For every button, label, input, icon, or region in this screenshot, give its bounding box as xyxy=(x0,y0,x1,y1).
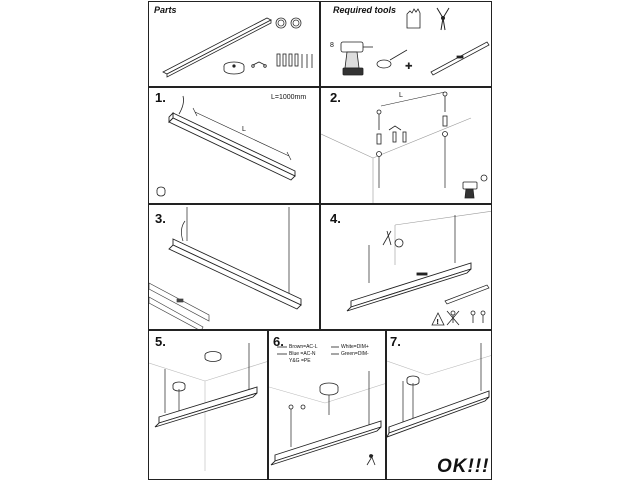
ceiling-canopy xyxy=(223,61,245,75)
mount-clips xyxy=(288,404,306,410)
tools-illustration: ✚ xyxy=(340,7,490,76)
dimension-line xyxy=(380,91,446,107)
step2-panel: 2. L xyxy=(320,87,492,204)
suspension-cables xyxy=(181,207,290,297)
safety-warning-icons: ! xyxy=(431,310,486,326)
step6-illustration xyxy=(269,346,385,466)
wire-swatches xyxy=(277,346,339,355)
wiring-green: Green=DIM- xyxy=(341,351,369,357)
wiring-blue: Blue =AC-N xyxy=(289,351,316,357)
wall-lines xyxy=(394,210,491,265)
step2-illustration xyxy=(321,91,488,203)
wiring-white: White=DIM+ xyxy=(341,344,369,350)
cordless-drill-icon xyxy=(340,41,373,76)
step6-panel: 6. Brown=AC-L Blue =AC-N Y&G =PE White=D… xyxy=(268,330,386,480)
parts-panel: Parts xyxy=(148,1,320,87)
step4-panel: 4. ! xyxy=(320,204,492,330)
end-cap xyxy=(156,186,166,197)
pliers-icon xyxy=(382,230,404,248)
pliers-icon xyxy=(436,7,450,31)
parts-illustration xyxy=(162,17,313,78)
wire-stripper-icon xyxy=(366,454,376,466)
step1-panel: 1. L=1000mm L xyxy=(148,87,320,204)
ceiling-canopy xyxy=(319,382,339,396)
step2-number: 2. xyxy=(330,90,341,105)
wiring-brown: Brown=AC-L xyxy=(289,344,318,350)
light-bar-part xyxy=(162,17,272,78)
svg-text:!: ! xyxy=(436,318,439,326)
light-bar xyxy=(346,262,472,312)
level-check-inset xyxy=(444,284,490,305)
canopy-mount xyxy=(172,381,186,392)
step3-number: 3. xyxy=(155,211,166,226)
power-cable xyxy=(178,95,184,115)
light-bar xyxy=(168,238,302,310)
light-bar xyxy=(270,420,382,466)
step3-illustration xyxy=(149,207,302,329)
gloves-icon xyxy=(406,8,421,29)
ceiling-canopy xyxy=(406,375,420,386)
anchors xyxy=(376,115,448,145)
drilling-points xyxy=(376,91,448,130)
wiring-yellow-green: Y&G =PE xyxy=(289,358,311,364)
suspension-cables xyxy=(368,215,456,283)
light-bar xyxy=(387,390,490,438)
step1-number: 1. xyxy=(155,90,166,105)
cables xyxy=(402,343,482,425)
wiring-legend-right: White=DIM+ Green=DIM- xyxy=(341,344,369,358)
mounting-clips xyxy=(251,61,267,68)
hanging-cables xyxy=(378,132,446,188)
step5-number: 5. xyxy=(155,334,166,349)
step5-illustration xyxy=(149,343,267,471)
drill-bit-size: 8 xyxy=(330,42,334,49)
step4-number: 4. xyxy=(330,211,341,226)
wiring-legend-left: Brown=AC-L Blue =AC-N Y&G =PE xyxy=(289,344,317,365)
step4-illustration: ! xyxy=(346,210,491,326)
ceiling-lines xyxy=(269,383,385,404)
step7-panel: 7. OK!!! xyxy=(386,330,492,480)
ceiling-lines xyxy=(149,361,267,471)
tools-title: Required tools xyxy=(333,5,397,15)
parts-title: Parts xyxy=(154,5,177,15)
step6-number: 6. xyxy=(273,334,284,349)
light-bar xyxy=(154,386,258,428)
step2-dim-label: L xyxy=(399,92,403,99)
ceiling-lines xyxy=(387,355,491,376)
step7-number: 7. xyxy=(390,334,401,349)
dimension-line xyxy=(192,107,292,161)
svg-text:✚: ✚ xyxy=(405,62,413,72)
step5-panel: 5. xyxy=(148,330,268,480)
cables xyxy=(290,371,370,447)
step1-illustration xyxy=(156,95,296,197)
ceiling-canopy xyxy=(204,351,222,362)
screws-and-anchors xyxy=(276,53,313,68)
light-bar xyxy=(168,111,296,181)
step7-illustration xyxy=(387,343,491,438)
finish-text: OK!!! xyxy=(437,456,490,477)
ceiling-lines xyxy=(321,117,472,203)
drill-icon xyxy=(462,174,488,199)
cable-coils xyxy=(275,17,302,29)
cable-grips xyxy=(376,131,448,157)
step1-length-label: L=1000mm xyxy=(271,94,307,101)
tools-panel: Required tools 8 ✚ xyxy=(320,1,492,87)
step3-panel: 3. xyxy=(148,204,320,330)
screwdriver-icon: ✚ xyxy=(376,49,413,72)
installed-bar-inset xyxy=(149,282,210,329)
step1-dim-label: L xyxy=(242,126,246,133)
spirit-level-icon xyxy=(430,41,490,76)
